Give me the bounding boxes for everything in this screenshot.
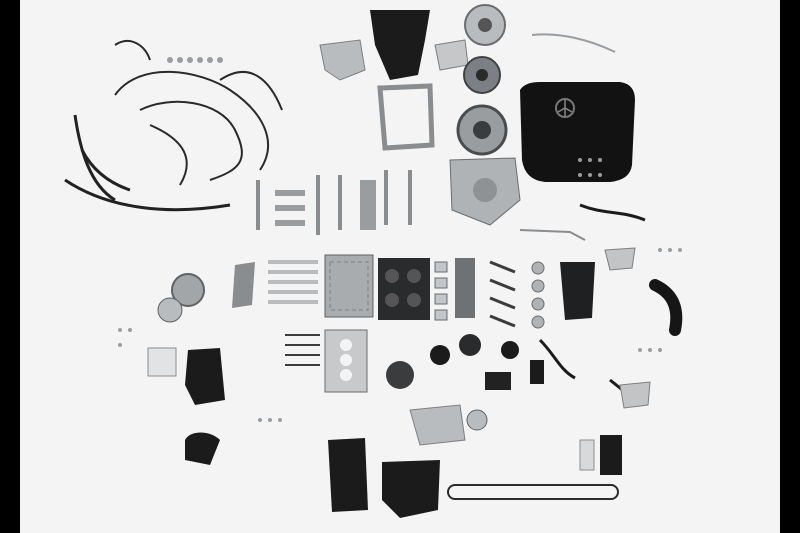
head-bolts-icon [285, 334, 320, 366]
drive-belt-icon [447, 484, 619, 500]
head-gasket-icon [324, 329, 368, 393]
cylinder-block-icon [378, 258, 430, 320]
valve-spring-row-icon [275, 180, 376, 230]
exploded-engine-illustration [64, 4, 683, 518]
heat-shield-icon [232, 262, 255, 308]
clutch-plate-icon [463, 4, 506, 94]
intake-manifold-icon [377, 83, 435, 151]
crankshaft-icon [455, 258, 475, 318]
exhaust-manifold-icon [560, 262, 595, 320]
oil-pan-icon [382, 460, 440, 518]
throttle-body-icon [501, 341, 544, 384]
turbocharger-icon [157, 273, 205, 323]
starter-motor-icon [485, 372, 511, 390]
pistons-icon [434, 261, 448, 321]
fuel-rail-icon [519, 229, 586, 241]
valve-cover-icon [328, 438, 368, 512]
wiring-harness-icon [114, 40, 283, 186]
water-pump-icon [386, 334, 481, 389]
control-unit-icon [147, 347, 177, 377]
hose-lines-icon [64, 114, 231, 212]
cylinder-head-icon [324, 254, 374, 318]
gearbox-housing-icon [449, 157, 521, 226]
small-fasteners-icon [118, 57, 682, 422]
timing-cover-icon [370, 10, 430, 80]
oil-filter-housing-icon [185, 348, 225, 405]
pump-bracket-icon [319, 39, 469, 81]
piston-pins-icon [531, 261, 545, 329]
camshaft-icon [256, 170, 412, 235]
flywheel-icon [456, 104, 508, 156]
exploded-engine-photo [20, 0, 780, 533]
front-bracket-icon [409, 404, 466, 446]
valve-rows-icon [268, 260, 318, 304]
connecting-rods-icon [489, 260, 516, 328]
intake-pipe-icon [649, 279, 683, 336]
brackets-right-icon [604, 247, 651, 409]
dipstick-icon [531, 33, 616, 53]
intake-elbow-icon [185, 432, 220, 465]
ac-compressor-icon [579, 435, 622, 475]
engine-cover-icon [520, 82, 635, 182]
alternator-icon [466, 409, 488, 431]
